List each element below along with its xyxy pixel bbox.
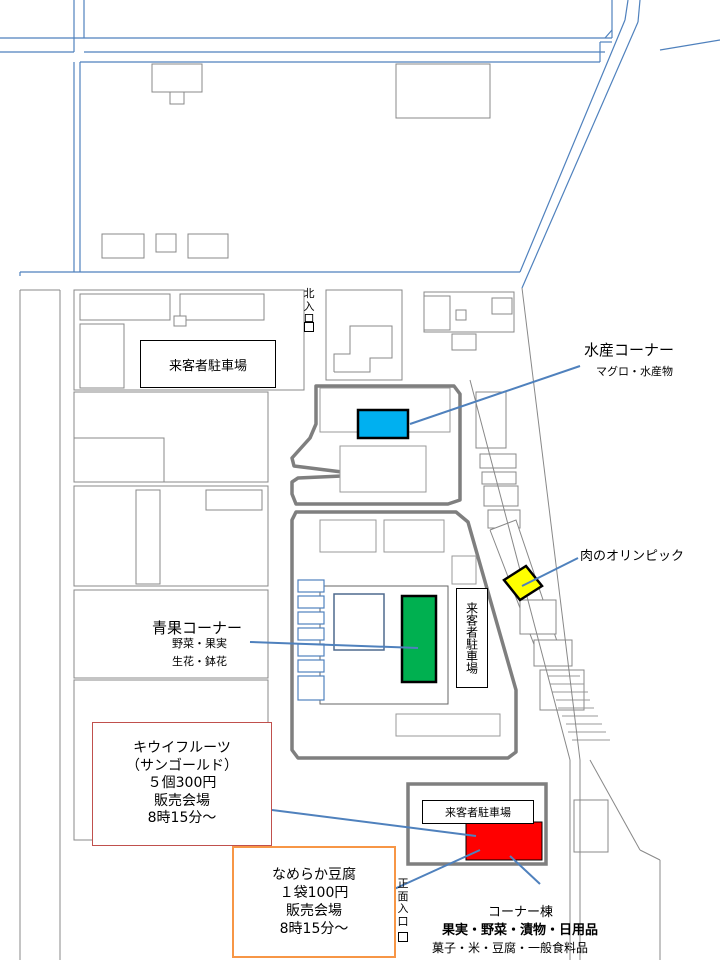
seafood-complex: [290, 384, 462, 506]
tofu-line-2: １袋100円: [279, 884, 349, 901]
parking-south-label: 来客者駐車場: [422, 800, 534, 824]
tofu-line-4: 8時15分～: [279, 921, 349, 938]
front-gate-label: 正面入口: [397, 877, 409, 928]
road-lines: [0, 0, 720, 289]
meat-marker: [502, 564, 544, 602]
tofu-line-1: なめらか豆腐: [272, 866, 356, 883]
kiwi-line-2: （サンゴールド）: [126, 757, 238, 774]
produce-line2: 生花・鉢花: [172, 655, 227, 668]
parking-north-label: 来客者駐車場: [140, 340, 276, 388]
front-gate-mark: [398, 932, 408, 942]
tofu-callout: なめらか豆腐 １袋100円 販売会場 8時15分～: [232, 846, 396, 958]
meat-title: 肉のオリンピック: [580, 549, 685, 564]
corner-line1: 果実・野菜・漬物・日用品: [442, 923, 599, 938]
parking-center-label: 来客者駐車場: [456, 588, 488, 688]
produce-title: 青果コーナー: [152, 619, 243, 637]
kiwi-line-4: 販売会場: [154, 792, 210, 809]
kiwi-line-5: 8時15分～: [147, 810, 217, 827]
corner-building: [406, 782, 548, 866]
leader-lines: [249, 365, 581, 891]
kiwi-line-1: キウイフルーツ: [133, 740, 231, 757]
corner-line2: 菓子・米・豆腐・一般食料品: [432, 941, 589, 955]
corner-title: コーナー棟: [488, 905, 554, 920]
produce-complex: [290, 510, 518, 760]
produce-line1: 野菜・果実: [172, 637, 227, 650]
tofu-line-3: 販売会場: [286, 903, 342, 919]
north-gate-buildings: [325, 289, 403, 381]
east-road: [469, 287, 581, 960]
seafood-title: 水産コーナー: [584, 341, 675, 359]
north-gate-mark: [304, 322, 314, 332]
seafood-sub: マグロ・水産物: [596, 365, 673, 378]
kiwi-callout: キウイフルーツ （サンゴールド） ５個300円 販売会場 8時15分～: [92, 722, 272, 846]
north-buildings: [101, 63, 491, 259]
north-gate-label: 北入口: [303, 287, 315, 326]
kiwi-line-3: ５個300円: [147, 775, 217, 792]
